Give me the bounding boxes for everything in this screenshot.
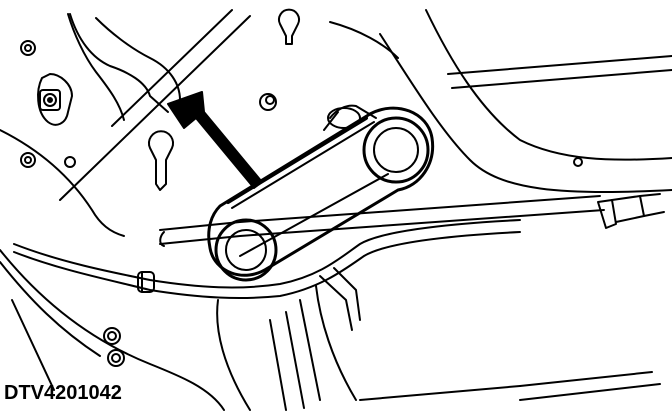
hole-1-inner	[24, 44, 32, 52]
right-panel-rim	[329, 21, 399, 59]
keyhole-slot-2	[148, 130, 174, 191]
lower-channel-inner-1	[319, 275, 353, 331]
lower-body-line-1	[0, 249, 225, 411]
lower-channel-left	[216, 299, 251, 411]
hole-7	[107, 349, 125, 367]
body-panel-seam-2	[59, 15, 251, 201]
cable-lower	[13, 231, 521, 299]
bolt-icon	[37, 73, 73, 126]
lower-body-line-3	[11, 299, 55, 391]
lower-right-line-2	[519, 383, 661, 401]
lower-right-line-3	[359, 385, 521, 401]
right-panel-curve	[379, 33, 672, 194]
hole-3	[64, 156, 76, 168]
body-panel-top	[95, 17, 181, 101]
cable-clip	[137, 271, 155, 293]
hole-4	[259, 93, 277, 111]
hole-4-inner	[265, 95, 275, 105]
hole-7-inner	[111, 353, 121, 363]
lower-body-line-2	[0, 261, 101, 357]
body-panel-outline	[69, 13, 169, 113]
hole-6-inner	[107, 331, 117, 341]
lower-channel-rib-1	[299, 299, 321, 401]
body-panel-lower	[0, 129, 125, 237]
pivot-lower-inner	[225, 229, 267, 271]
hole-5	[573, 157, 583, 167]
lower-channel-rib-3	[269, 319, 287, 411]
right-panel-top-line-2	[451, 69, 672, 89]
lower-channel-right	[315, 285, 357, 401]
hole-1	[20, 40, 36, 56]
rail-upper	[159, 195, 601, 231]
hole-2	[20, 152, 36, 168]
rail-lower	[159, 209, 605, 245]
right-panel-top-line	[447, 55, 672, 75]
figure-code: DTV4201042	[4, 382, 122, 404]
pivot-upper-inner	[373, 127, 419, 173]
body-panel-seam	[111, 9, 233, 127]
pivot-upper	[362, 116, 430, 184]
clip-icon	[597, 193, 665, 229]
lower-channel-inner-2	[333, 267, 361, 321]
keyhole-slot-1	[278, 8, 300, 45]
right-panel-inner-curve	[425, 9, 672, 161]
hole-2-inner	[24, 156, 32, 164]
body-panel-edge	[67, 13, 125, 121]
rail-bracket	[159, 231, 165, 247]
cable-upper	[13, 219, 521, 289]
linkage-arm	[207, 104, 435, 282]
hole-6	[103, 327, 121, 345]
pivot-lower	[214, 218, 278, 282]
lower-right-line-1	[519, 371, 653, 387]
lower-channel-rib-2	[285, 311, 305, 409]
arrow-icon	[167, 91, 263, 189]
